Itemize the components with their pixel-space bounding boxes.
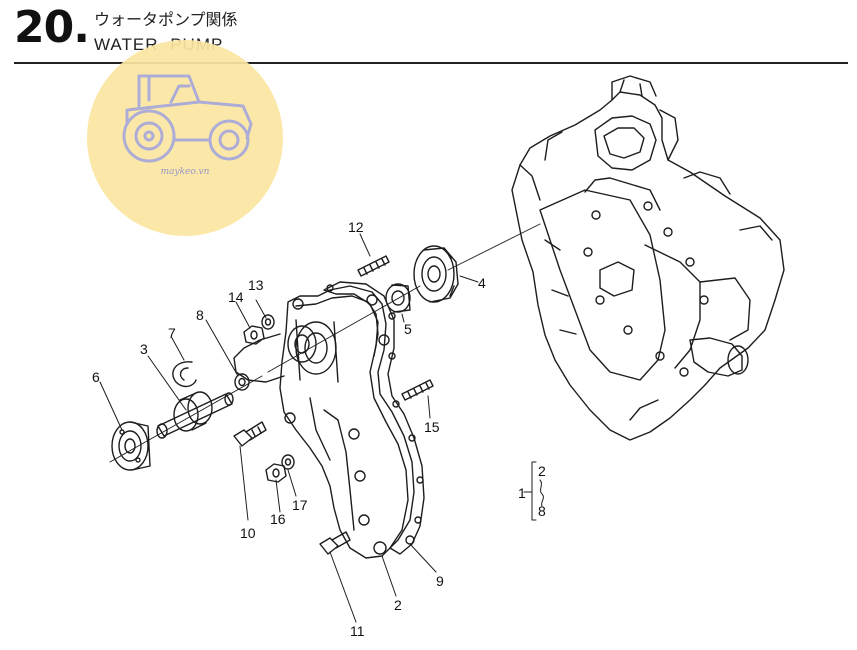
callout-12: 12	[348, 219, 364, 235]
callout-11: 11	[350, 623, 365, 639]
bolt-10	[233, 421, 267, 447]
kit-lead-number: 1	[518, 485, 526, 501]
snap-ring-7	[172, 361, 197, 388]
bolt-11	[319, 531, 351, 555]
section-title-japanese: ウォータポンプ関係	[94, 10, 238, 29]
callout-6: 6	[92, 369, 100, 385]
callout-14: 14	[228, 289, 244, 305]
section-number: 20.	[14, 2, 90, 53]
gear-case-housing	[511, 75, 785, 441]
kit-range-start: 2	[538, 463, 546, 479]
tractor-icon	[122, 74, 253, 163]
callout-13: 13	[248, 277, 264, 293]
callout-3: 3	[140, 341, 148, 357]
kit-range-end: 8	[538, 503, 546, 519]
washer-13	[261, 314, 275, 330]
callout-16: 16	[270, 511, 286, 527]
nut-16	[265, 463, 287, 483]
washer-8	[234, 373, 250, 391]
watermark-logo: maykeo.vn	[87, 40, 283, 236]
gasket	[323, 281, 425, 555]
pulley-flange	[111, 421, 151, 471]
kit-bracket	[523, 461, 544, 521]
impeller	[413, 245, 459, 303]
seal	[385, 283, 411, 313]
stud-15	[401, 379, 434, 401]
pump-body	[233, 285, 415, 559]
leader-lines	[99, 233, 479, 623]
assembly-axis-line	[109, 223, 541, 463]
callout-15: 15	[424, 419, 440, 435]
callout-4: 4	[478, 275, 486, 291]
callout-10: 10	[240, 525, 256, 541]
watermark-site: maykeo.vn	[160, 167, 210, 177]
stud-12	[357, 255, 390, 277]
nut-14	[243, 325, 265, 345]
callout-5: 5	[404, 321, 412, 337]
callout-2: 2	[394, 597, 402, 613]
callout-17: 17	[292, 497, 308, 513]
header-divider	[14, 62, 848, 64]
callout-8: 8	[196, 307, 204, 323]
washer-17	[281, 454, 295, 470]
callout-9: 9	[436, 573, 444, 589]
callout-7: 7	[168, 325, 176, 341]
